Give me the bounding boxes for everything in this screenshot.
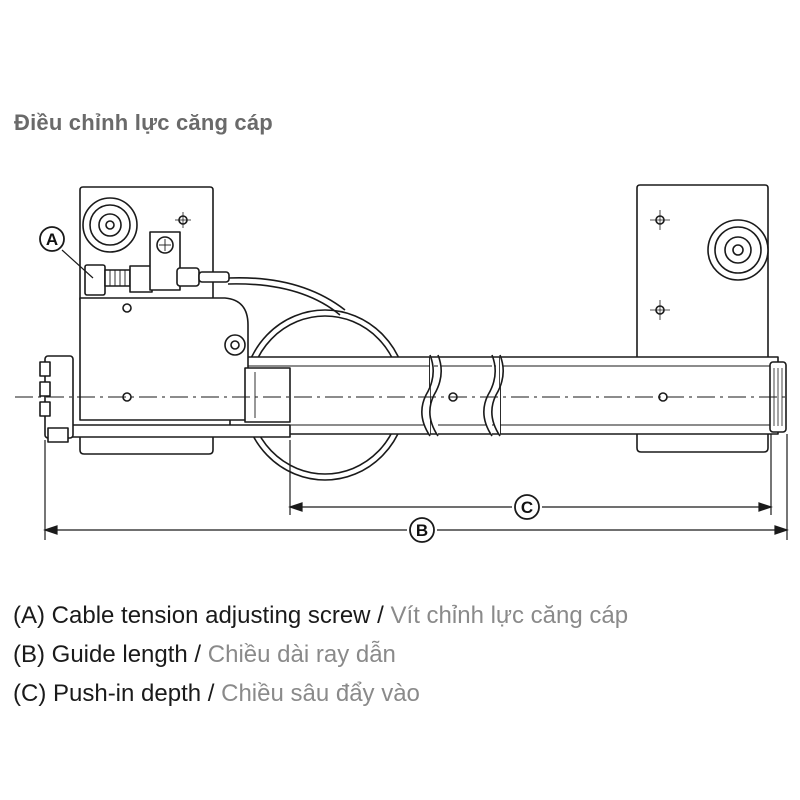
callout-a: A bbox=[39, 226, 65, 252]
legend-item-b: (B) Guide length / Chiều dài ray dẫn bbox=[13, 641, 396, 669]
legend-a-vietnamese: Vít chỉnh lực căng cáp bbox=[390, 602, 629, 629]
legend-c-english: (C) Push-in depth bbox=[13, 680, 202, 707]
callout-b: B bbox=[409, 517, 435, 543]
legend-a-english: (A) Cable tension adjusting screw bbox=[13, 602, 371, 629]
callout-c: C bbox=[514, 494, 540, 520]
left-end-clip bbox=[39, 355, 74, 443]
carriage bbox=[59, 297, 291, 438]
legend-item-a: (A) Cable tension adjusting screw / Vít … bbox=[13, 602, 628, 630]
legend-a-separator: / bbox=[370, 602, 391, 629]
tension-screw-assembly bbox=[84, 231, 230, 296]
legend-b-separator: / bbox=[187, 641, 208, 668]
legend-c-vietnamese: Chiều sâu đẩy vào bbox=[221, 680, 420, 707]
dimension-lines bbox=[43, 249, 789, 540]
left-pulley bbox=[82, 197, 138, 253]
guide-rail bbox=[229, 354, 787, 437]
callout-c-label: C bbox=[521, 498, 533, 517]
callout-b-label: B bbox=[416, 521, 428, 540]
legend-c-separator: / bbox=[201, 680, 222, 707]
callout-a-label: A bbox=[46, 230, 58, 249]
diagram-title: Điều chỉnh lực căng cáp bbox=[14, 110, 273, 135]
legend-b-vietnamese: Chiều dài ray dẫn bbox=[207, 641, 396, 668]
legend-item-c: (C) Push-in depth / Chiều sâu đẩy vào bbox=[13, 680, 420, 708]
legend-b-english: (B) Guide length bbox=[13, 641, 188, 668]
right-pulley bbox=[707, 219, 769, 281]
